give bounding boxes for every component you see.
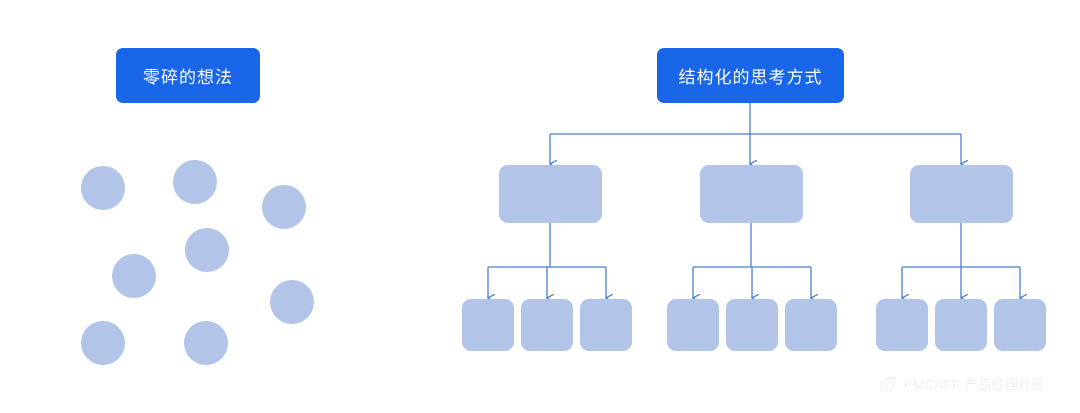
level3-node xyxy=(935,299,987,351)
level3-node xyxy=(726,299,778,351)
structured-thinking-label: 结构化的思考方式 xyxy=(678,68,823,87)
level3-node xyxy=(994,299,1046,351)
idea-circle xyxy=(112,254,156,298)
level2-node xyxy=(499,165,602,223)
level3-node xyxy=(521,299,573,351)
level3-node xyxy=(580,299,632,351)
fragmented-ideas-title: 零碎的想法 xyxy=(116,48,260,103)
tree-connectors-group xyxy=(488,103,1020,298)
level3-node xyxy=(876,299,928,351)
level2-nodes-group xyxy=(499,165,1013,223)
level3-node xyxy=(667,299,719,351)
scattered-ideas-group xyxy=(81,160,314,365)
idea-circle xyxy=(81,166,125,210)
level2-node xyxy=(910,165,1013,223)
level3-node xyxy=(785,299,837,351)
structured-thinking-title: 结构化的思考方式 xyxy=(657,48,844,103)
level3-node xyxy=(462,299,514,351)
level3-nodes-group xyxy=(462,299,1046,351)
idea-circle xyxy=(81,321,125,365)
idea-circle xyxy=(173,160,217,204)
idea-circle xyxy=(184,321,228,365)
level2-node xyxy=(700,165,803,223)
fragmented-ideas-label: 零碎的想法 xyxy=(143,68,233,87)
idea-circle xyxy=(185,228,229,272)
idea-circle xyxy=(262,185,306,229)
idea-circle xyxy=(270,280,314,324)
